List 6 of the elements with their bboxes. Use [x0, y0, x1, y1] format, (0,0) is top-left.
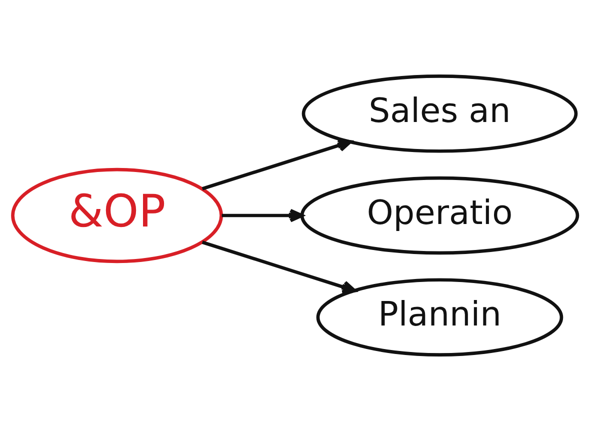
arrow: [202, 240, 356, 294]
node-ellipse: &OP: [11, 167, 223, 263]
node-ellipse: Operatio: [300, 176, 580, 254]
node-ellipse: Plannin: [316, 278, 564, 356]
arrow: [202, 138, 352, 190]
arrow: [222, 208, 304, 222]
